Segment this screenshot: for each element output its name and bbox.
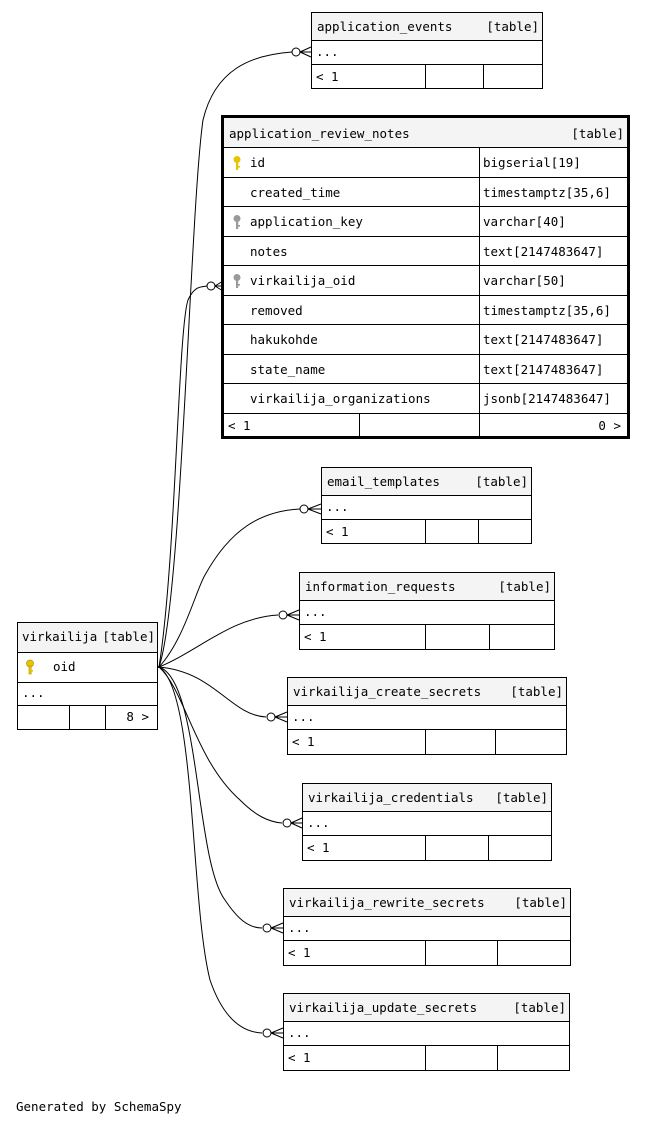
column-type: text[2147483647] [479,325,603,354]
columns-ellipsis: ... [304,604,327,619]
link-virkailija-credentials [158,666,283,824]
table-virkailija-credentials[interactable]: virkailija_credentials [table] ... < 1 [302,783,552,861]
table-virkailija-update-secrets[interactable]: virkailija_update_secrets [table] ... < 1 [283,993,570,1071]
table-tag: [table] [102,629,155,644]
columns-ellipsis: ... [22,685,45,700]
table-name: application_review_notes [229,126,410,141]
column-type: timestamptz[35,6] [479,177,611,206]
column-name: application_key [250,214,363,229]
footer-left: < 1 [326,524,349,539]
table-tag: [table] [510,684,563,699]
column-row[interactable]: created_time timestamptz[35,6] [224,177,627,207]
column-type: text[2147483647] [479,236,603,265]
footer-right: 8 > [126,709,149,724]
table-tag: [table] [495,790,548,805]
foreign-key-icon [232,214,242,233]
column-row[interactable]: hakukohde text[2147483647] [224,325,627,355]
columns-ellipsis: ... [288,920,311,935]
footer-right: 0 > [598,417,621,433]
table-tag: [table] [571,126,624,141]
link-information-requests [158,614,279,668]
link-application-review-notes [158,285,208,668]
table-tag: [table] [514,895,567,910]
footer-left: < 1 [288,1050,311,1065]
columns-ellipsis: ... [288,1025,311,1040]
column-name: id [250,155,266,170]
table-name: application_events [317,19,453,34]
table-name: virkailija_create_secrets [293,684,482,699]
table-virkailija-rewrite-secrets[interactable]: virkailija_rewrite_secrets [table] ... < … [283,888,571,966]
columns-ellipsis: ... [316,44,339,59]
table-tag: [table] [513,1000,566,1015]
table-virkailija-create-secrets[interactable]: virkailija_create_secrets [table] ... < 1 [287,677,567,755]
column-name: virkailija_oid [250,273,356,288]
table-name: email_templates [327,474,440,489]
column-row[interactable]: application_key varchar[40] [224,207,627,237]
table-name: virkailija [22,629,98,644]
primary-key-icon [25,659,35,678]
column-name: oid [53,659,76,674]
column-type: jsonb[2147483647] [479,384,611,413]
columns-ellipsis: ... [292,709,315,724]
columns-ellipsis: ... [326,499,349,514]
table-application-review-notes[interactable]: application_review_notes [table] id bigser… [221,115,630,439]
link-email-templates [158,508,301,668]
column-row[interactable]: virkailija_organizations jsonb[2147483647… [224,384,627,414]
column-type: bigserial[19] [479,148,581,177]
generated-by-note: Generated by SchemaSpy [16,1099,182,1114]
table-name: virkailija_update_secrets [289,1000,478,1015]
column-type: text[2147483647] [479,354,603,383]
column-row[interactable]: virkailija_oid varchar[50] [224,266,627,296]
link-virkailija-create-secrets [158,666,267,718]
table-virkailija[interactable]: virkailija [table] oid ... 8 > [17,622,158,730]
columns-ellipsis: ... [307,815,330,830]
column-name: notes [250,243,288,259]
column-row[interactable]: removed timestamptz[35,6] [224,295,627,325]
column-row[interactable]: id bigserial[19] [224,148,627,178]
column-type: varchar[40] [479,207,566,236]
footer-left: < 1 [288,945,311,960]
column-name: state_name [250,361,326,377]
column-name: hakukohde [250,332,318,347]
table-email-templates[interactable]: email_templates [table] ... < 1 [321,467,532,544]
table-name: virkailija_credentials [308,790,474,805]
column-name: removed [250,302,303,318]
table-information-requests[interactable]: information_requests [table] ... < 1 [299,572,555,650]
table-name: virkailija_rewrite_secrets [289,895,485,910]
footer-left: < 1 [292,734,315,749]
primary-key-icon [232,155,242,174]
table-tag: [table] [475,474,528,489]
table-tag: [table] [498,579,551,594]
column-row[interactable]: state_name text[2147483647] [224,354,627,384]
column-name: virkailija_organizations [250,391,431,406]
footer-left: < 1 [316,69,339,84]
column-row[interactable]: notes text[2147483647] [224,236,627,266]
column-type: varchar[50] [479,266,566,295]
table-tag: [table] [486,19,539,34]
link-virkailija-rewrite-secrets [158,666,263,929]
footer-left: < 1 [228,417,251,433]
foreign-key-icon [232,273,242,292]
table-application-events[interactable]: application_events [table] ... < 1 [311,12,543,89]
column-name: created_time [250,184,341,200]
link-virkailija-update-secrets [158,666,263,1034]
link-application-events [158,51,293,668]
column-type: timestamptz[35,6] [479,295,611,324]
footer-left: < 1 [304,629,327,644]
table-name: information_requests [305,579,456,594]
footer-left: < 1 [307,840,330,855]
